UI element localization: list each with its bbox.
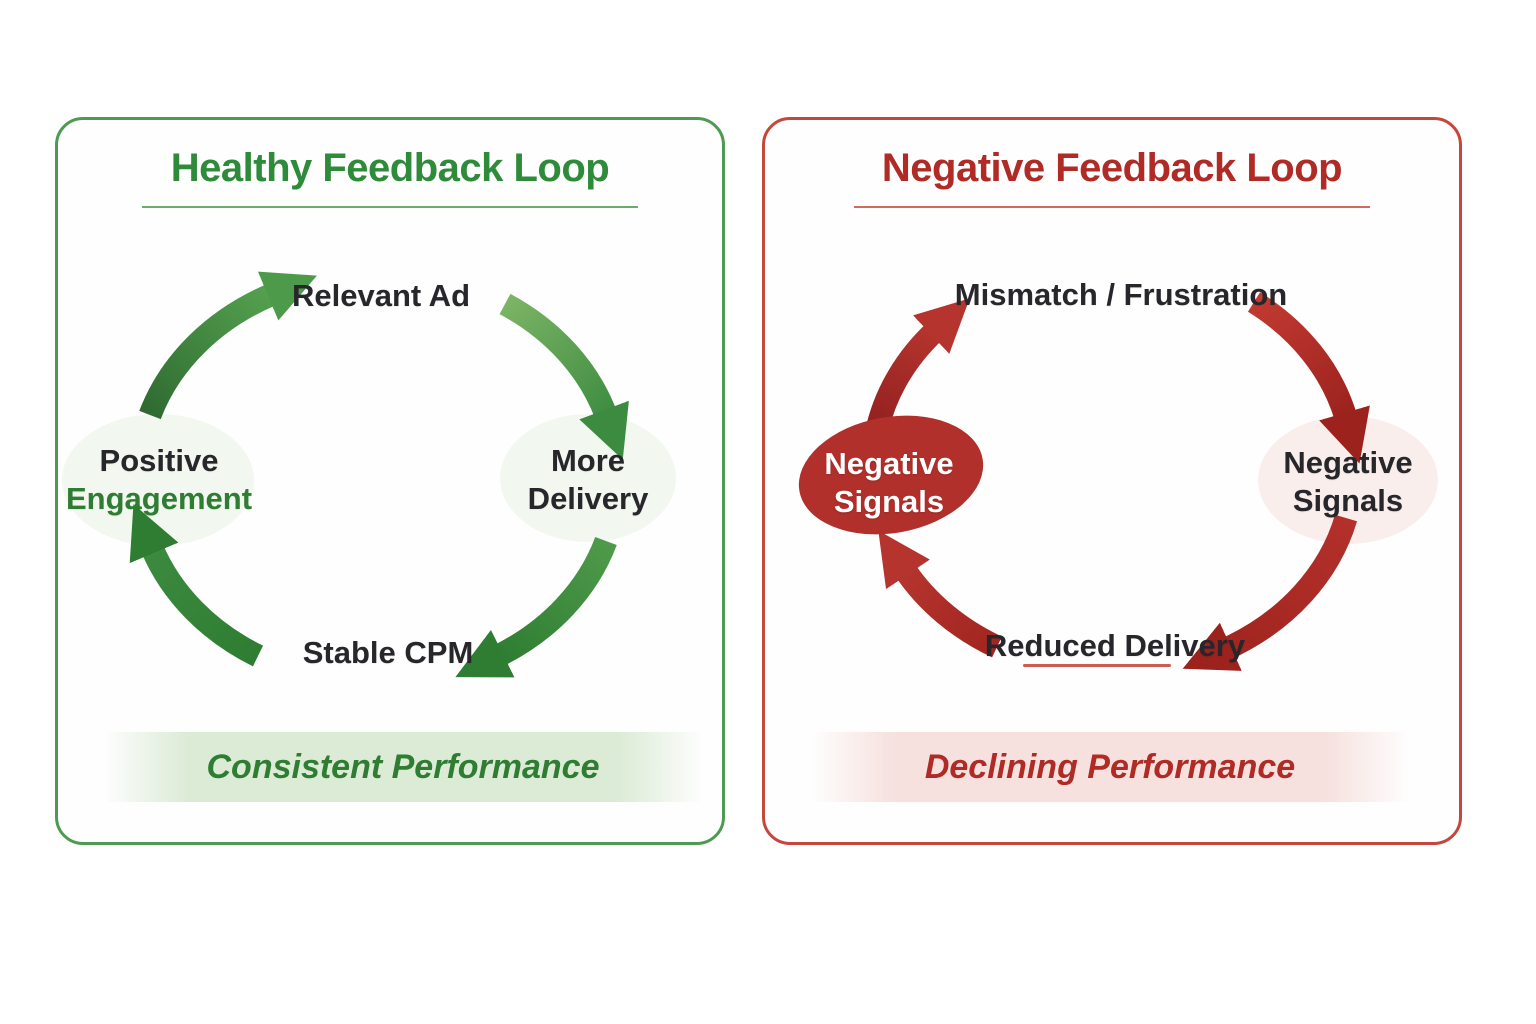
cycle-arrow-down-left-icon bbox=[455, 536, 617, 678]
negative-loop-title: Negative Feedback Loop bbox=[881, 146, 1343, 190]
cycle-arrow-up-icon bbox=[878, 530, 1003, 658]
negative-loop-panel: Negative Feedback Loop bbox=[762, 117, 1462, 845]
negative-signals-halo bbox=[1258, 416, 1438, 544]
cycle-arrow-down-right-icon bbox=[1247, 292, 1370, 464]
healthy-loop-title: Healthy Feedback Loop bbox=[170, 146, 610, 190]
reduced-delivery-underline bbox=[1023, 664, 1171, 667]
healthy-title-underline bbox=[142, 206, 638, 208]
positive-engagement-halo bbox=[62, 414, 254, 546]
node-more-delivery: More Delivery bbox=[527, 443, 649, 516]
negative-title-underline bbox=[854, 206, 1370, 208]
cycle-arrow-up-icon bbox=[129, 504, 264, 667]
negative-signals-blob bbox=[798, 415, 984, 535]
node-relevant-ad: Relevant Ad bbox=[291, 278, 471, 313]
healthy-cycle-diagram bbox=[62, 271, 676, 678]
node-positive-engagement: Positive Engagement bbox=[65, 443, 253, 516]
healthy-loop-panel: Healthy Feedback Loop bbox=[55, 117, 725, 845]
negative-banner: Declining Performance bbox=[810, 732, 1410, 802]
node-reduced-delivery: Reduced Delivery bbox=[984, 628, 1246, 663]
node-negative-signals-left: Negative Signals bbox=[824, 446, 954, 519]
node-stable-cpm: Stable CPM bbox=[302, 635, 474, 670]
cycle-arrow-up-left-icon bbox=[139, 271, 317, 420]
node-negative-signals-right: Negative Signals bbox=[1283, 445, 1413, 518]
more-delivery-halo bbox=[500, 414, 676, 542]
negative-cycle-diagram bbox=[798, 292, 1438, 671]
node-mismatch-frustration: Mismatch / Frustration bbox=[954, 277, 1288, 312]
healthy-banner: Consistent Performance bbox=[103, 732, 703, 802]
cycle-arrow-down-right-icon bbox=[499, 293, 629, 460]
cycle-arrow-down-left-icon bbox=[1182, 514, 1358, 671]
